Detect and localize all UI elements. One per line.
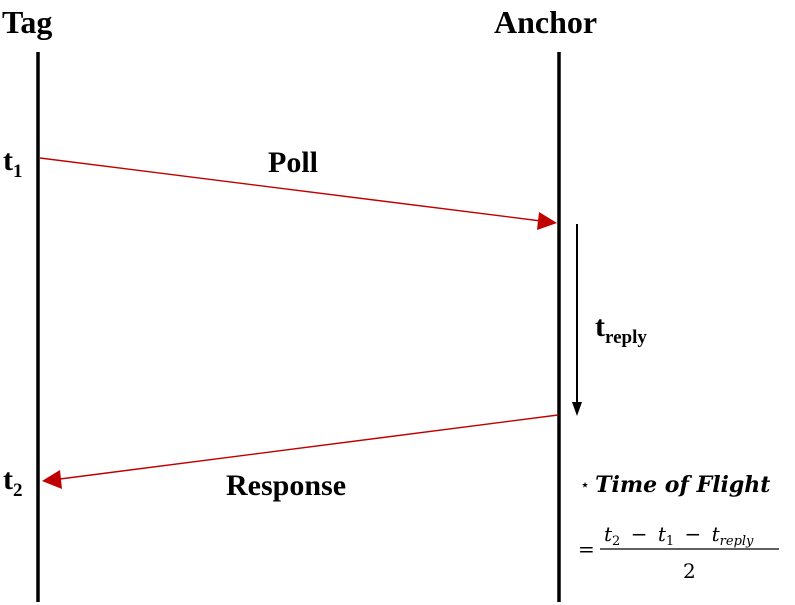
response-label: Response: [226, 469, 347, 502]
poll-arrowhead: [537, 212, 557, 230]
t1-label: t1: [3, 144, 23, 182]
equals-sign: =: [578, 537, 595, 561]
t2-label: t2: [3, 463, 23, 501]
treply-arrowhead: [572, 402, 582, 416]
num-minus-2: −: [684, 522, 702, 546]
poll-arrow: [39, 157, 542, 222]
fraction-numerator: t2 − t1 − treply: [604, 522, 753, 548]
fraction-denominator: 2: [683, 559, 696, 583]
response-arrow: [59, 414, 559, 480]
num-minus-1: −: [630, 522, 648, 546]
num-t2-subscript: 2: [612, 534, 621, 549]
tag-label: Tag: [2, 4, 53, 40]
tof-title-text: Time of Flight: [595, 472, 771, 498]
t1-base: t: [3, 144, 13, 177]
tof-title: ⋆ Time of Flight: [580, 474, 770, 496]
num-t1-subscript: 1: [665, 534, 675, 549]
response-arrowhead: [42, 470, 62, 489]
num-treply-subscript: reply: [719, 534, 754, 549]
anchor-label: Anchor: [494, 4, 598, 40]
treply-label: treply: [595, 310, 647, 348]
star-bullet-icon: ⋆: [580, 475, 591, 494]
num-treply-base: t: [711, 522, 720, 546]
t1-subscript: 1: [13, 161, 23, 182]
treply-base: t: [595, 310, 605, 343]
t2-base: t: [3, 463, 13, 496]
num-t1-base: t: [657, 522, 666, 546]
poll-label: Poll: [268, 146, 318, 179]
treply-subscript: reply: [605, 327, 647, 348]
num-t2-base: t: [604, 522, 613, 546]
t2-subscript: 2: [13, 480, 23, 501]
